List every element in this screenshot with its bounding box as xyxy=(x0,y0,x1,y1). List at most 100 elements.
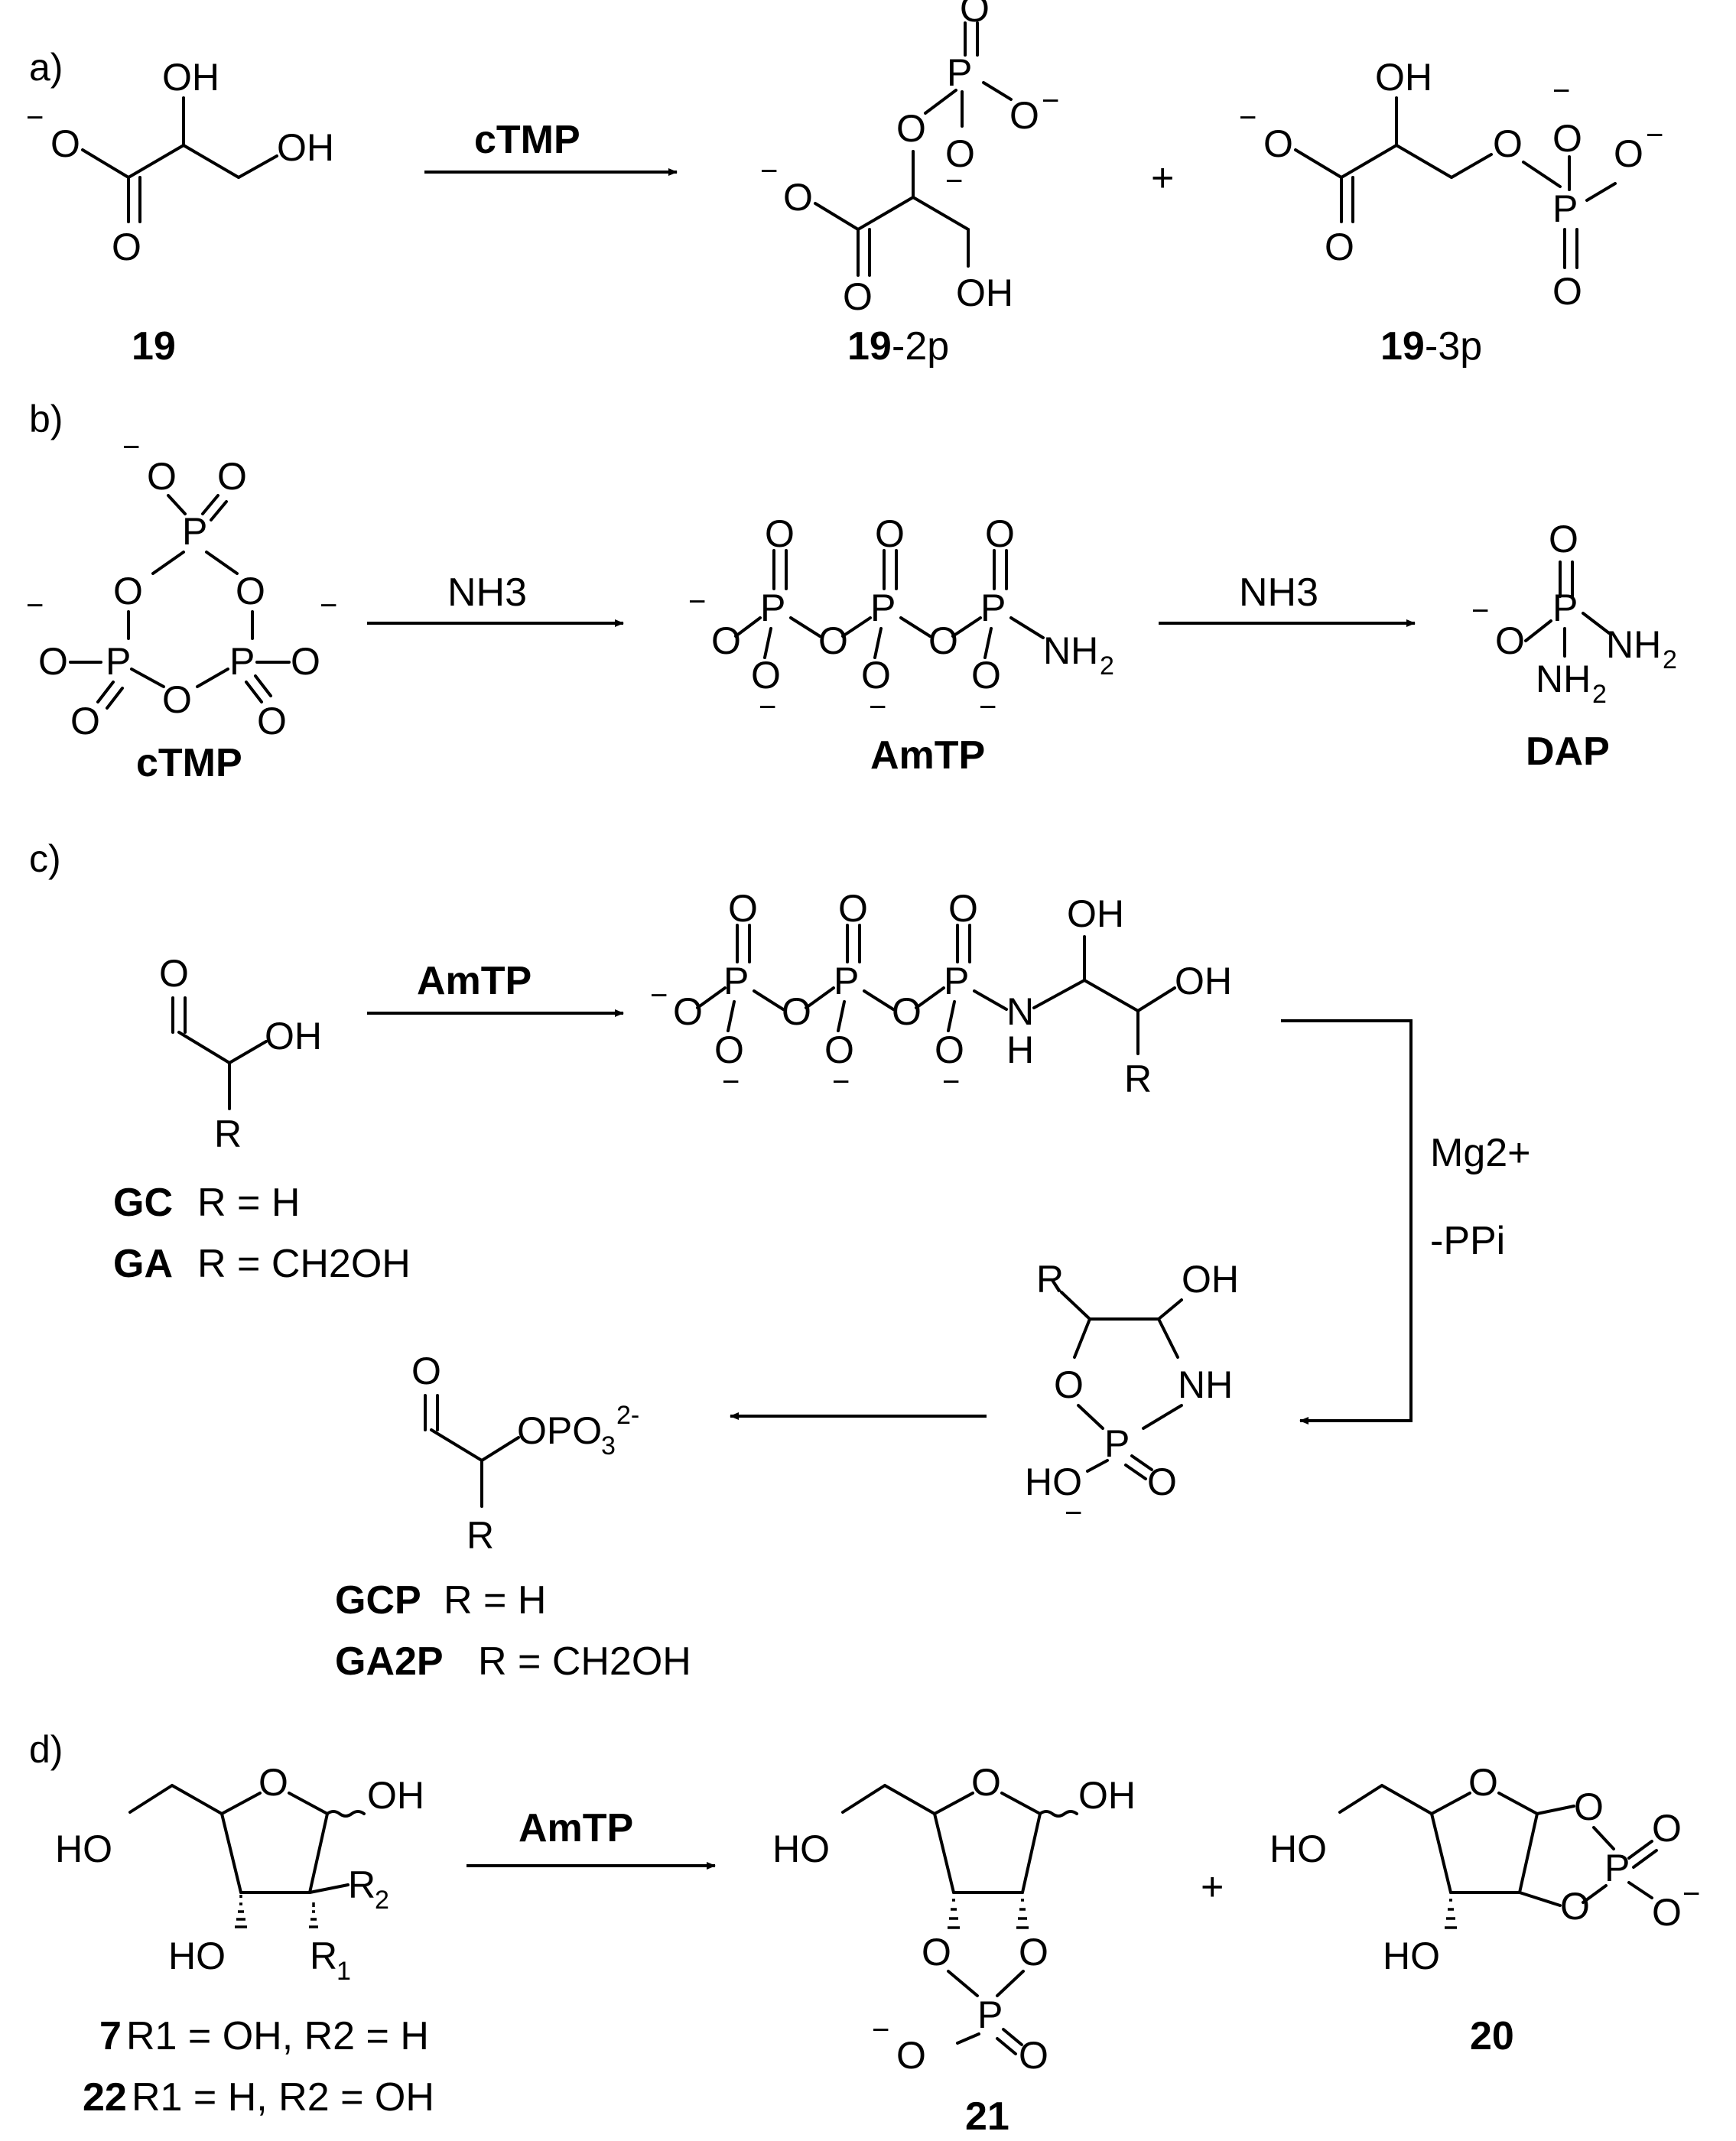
compound-19-2p-suffix: -2p xyxy=(892,324,949,369)
svg-text:O: O xyxy=(861,654,891,697)
svg-text:O: O xyxy=(1552,117,1582,160)
ga2p-definition: R = CH2OH xyxy=(478,1639,691,1684)
reagent-c1: AmTP xyxy=(417,959,532,1003)
ga-definition: R = CH2OH xyxy=(197,1242,411,1286)
svg-text:R1 = H, R2 = OH: R1 = H, R2 = OH xyxy=(132,2075,434,2120)
svg-text:−: − xyxy=(759,690,776,724)
svg-text:P: P xyxy=(834,960,859,1002)
svg-text:O: O xyxy=(1325,226,1354,268)
svg-text:Mg2+: Mg2+ xyxy=(1430,1131,1531,1175)
svg-text:HO: HO xyxy=(1025,1460,1082,1503)
panel-d-label: d) xyxy=(29,1728,63,1771)
svg-text:O: O xyxy=(971,1761,1001,1804)
svg-text:O: O xyxy=(892,990,922,1033)
svg-text:−: − xyxy=(1065,1496,1082,1530)
svg-text:−: − xyxy=(1682,1877,1700,1911)
reagent-c2-ion: Mg2+ xyxy=(1430,1131,1531,1175)
svg-text:−: − xyxy=(1471,594,1489,628)
svg-text:−: − xyxy=(1042,84,1059,118)
svg-text:R: R xyxy=(214,1113,242,1155)
compound-19-2p-num: 19 xyxy=(847,324,892,369)
svg-text:N: N xyxy=(1006,990,1034,1033)
svg-text:OH: OH xyxy=(367,1774,424,1817)
svg-text:P: P xyxy=(760,586,785,629)
svg-text:O: O xyxy=(838,887,868,930)
svg-text:OH: OH xyxy=(1175,960,1232,1002)
svg-text:O: O xyxy=(1054,1363,1084,1406)
svg-text:O: O xyxy=(1495,619,1525,662)
svg-text:2: 2 xyxy=(1592,680,1607,709)
svg-text:P: P xyxy=(1552,586,1578,629)
svg-text:−: − xyxy=(650,979,668,1012)
dap-structure: O P − O NH 2 NH 2 xyxy=(1471,518,1677,709)
reagent-b1: NH3 xyxy=(447,570,527,615)
svg-text:NH: NH xyxy=(1043,629,1098,672)
svg-text:O: O xyxy=(217,455,247,498)
ga-label: GA xyxy=(113,1242,173,1286)
svg-text:O: O xyxy=(1468,1761,1498,1804)
svg-text:O: O xyxy=(291,640,320,683)
panel-c: c) O OH R GC R = H GA R = CH2OH AmTP − O… xyxy=(29,837,1531,1684)
compound-20-label: 20 xyxy=(1470,2014,1514,2058)
svg-text:NH: NH xyxy=(1606,623,1661,666)
svg-text:O: O xyxy=(1009,94,1039,137)
plus-sign-a: + xyxy=(1151,156,1174,200)
svg-text:O: O xyxy=(70,700,100,742)
glycolaldehyde-phosphate-structure: O OPO 3 2- R xyxy=(411,1350,639,1557)
svg-text:R: R xyxy=(467,1514,494,1557)
svg-text:R = CH2OH: R = CH2OH xyxy=(478,1639,691,1684)
ga2p-label: GA2P xyxy=(335,1639,444,1684)
ctmp-structure: − O O P O O P P O − O O O − O xyxy=(26,430,337,742)
cyclic-phosphoramidate-structure: R OH O NH P HO − O xyxy=(1025,1258,1239,1530)
svg-text:O: O xyxy=(162,678,192,721)
svg-text:−: − xyxy=(832,1065,850,1099)
svg-text:P: P xyxy=(229,640,255,683)
svg-text:OH: OH xyxy=(1182,1258,1239,1301)
compound-19-3p-structure: − O O OH O P O − O − O xyxy=(1239,56,1663,313)
svg-text:P: P xyxy=(106,640,131,683)
svg-text:−: − xyxy=(122,430,140,464)
svg-text:O: O xyxy=(1549,518,1578,560)
svg-text:OH: OH xyxy=(162,56,219,99)
svg-text:OH: OH xyxy=(956,271,1013,314)
svg-text:OH: OH xyxy=(265,1015,322,1058)
amtp-structure: − O P O O − O P O O − O P O O − NH 2 xyxy=(688,512,1114,724)
svg-text:O: O xyxy=(673,990,703,1033)
svg-text:OH: OH xyxy=(1067,892,1124,935)
svg-text:P: P xyxy=(870,586,896,629)
compound-21-structure: O HO OH O O P − O O xyxy=(772,1761,1136,2077)
svg-text:O: O xyxy=(113,570,143,612)
svg-text:P: P xyxy=(723,960,749,1002)
compound-21-label: 21 xyxy=(965,2094,1009,2139)
pentose-structure: O HO OH HO R 2 R 1 xyxy=(55,1761,424,1986)
svg-text:2: 2 xyxy=(375,1886,389,1915)
svg-text:O: O xyxy=(159,952,189,995)
svg-text:HO: HO xyxy=(168,1935,226,1977)
ctmp-label: cTMP xyxy=(136,741,242,785)
svg-text:NH3: NH3 xyxy=(447,570,527,615)
svg-text:HO: HO xyxy=(1269,1827,1327,1870)
svg-text:O: O xyxy=(258,1761,288,1804)
svg-text:NH: NH xyxy=(1178,1363,1233,1406)
svg-text:−: − xyxy=(942,1065,960,1099)
svg-text:O: O xyxy=(896,107,926,150)
svg-text:O: O xyxy=(843,275,873,318)
gc-label: GC xyxy=(113,1181,173,1225)
svg-text:NH3: NH3 xyxy=(1239,570,1318,615)
svg-text:2-: 2- xyxy=(616,1401,639,1430)
compound-22-line: 22 R1 = H, R2 = OH xyxy=(83,2075,434,2120)
svg-text:P: P xyxy=(1552,187,1578,230)
gcp-label: GCP xyxy=(335,1578,421,1623)
arrow-c2 xyxy=(1281,1019,1413,1425)
panel-a: a) − O O OH OH 19 cTMP − O O O P O O − xyxy=(26,0,1663,369)
svg-text:O: O xyxy=(1574,1785,1604,1828)
svg-text:O: O xyxy=(765,512,795,555)
reagent-b2: NH3 xyxy=(1239,570,1318,615)
svg-text:R = CH2OH: R = CH2OH xyxy=(197,1242,411,1286)
svg-text:O: O xyxy=(971,654,1001,697)
panel-b: b) − O O P O O P P O − O O O − O cTMP xyxy=(26,398,1677,785)
svg-text:−: − xyxy=(1239,101,1256,135)
svg-text:−: − xyxy=(320,589,337,622)
panel-a-label: a) xyxy=(29,46,63,89)
